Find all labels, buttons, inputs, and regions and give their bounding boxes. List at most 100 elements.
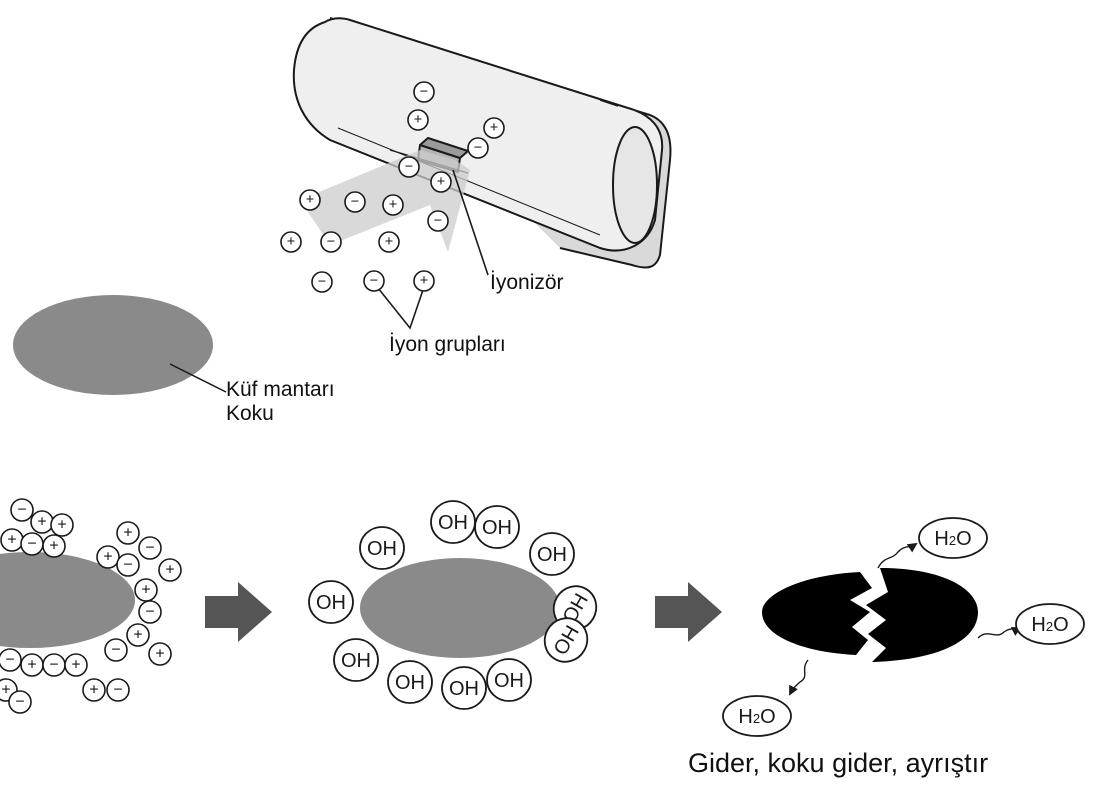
broken-target-left xyxy=(762,572,872,655)
positive-ion-icon: + xyxy=(413,270,435,292)
positive-ion-icon: + xyxy=(20,653,44,677)
negative-ion-icon: − xyxy=(311,271,333,293)
ionizer-label: İyonizör xyxy=(490,271,564,294)
negative-ion-icon: − xyxy=(344,191,366,213)
svg-text:+: + xyxy=(155,646,164,663)
water-molecule-icon: H2O xyxy=(722,695,792,737)
svg-text:+: + xyxy=(389,197,397,213)
hydroxyl-radical-icon: OH xyxy=(486,658,532,702)
negative-ion-icon: − xyxy=(363,270,385,292)
hydroxyl-radical-icon: OH xyxy=(529,532,575,576)
positive-ion-icon: + xyxy=(280,231,302,253)
negative-ion-icon: − xyxy=(8,690,32,714)
water-molecules: H2O H2O H2O xyxy=(722,517,1085,737)
svg-text:−: − xyxy=(27,536,36,553)
mold-target xyxy=(13,295,213,395)
svg-text:−: − xyxy=(111,642,120,659)
svg-text:OH: OH xyxy=(537,544,567,566)
svg-text:−: − xyxy=(145,604,154,621)
positive-ion-icon: + xyxy=(382,194,404,216)
hydroxyl-radical-icon: OH xyxy=(430,500,476,544)
svg-text:+: + xyxy=(7,532,16,549)
svg-text:−: − xyxy=(474,140,482,156)
positive-ion-icon: + xyxy=(42,534,66,558)
result-caption: Gider, koku gider, ayrıştır xyxy=(688,748,989,778)
svg-text:OH: OH xyxy=(494,670,524,692)
svg-text:+: + xyxy=(385,234,393,250)
negative-ion-icon: − xyxy=(138,600,162,624)
svg-text:−: − xyxy=(5,652,14,669)
negative-ion-icon: − xyxy=(398,156,420,178)
svg-text:−: − xyxy=(351,194,359,210)
svg-text:−: − xyxy=(15,694,24,711)
positive-ion-icon: + xyxy=(134,578,158,602)
positive-ion-icon: + xyxy=(96,545,120,569)
svg-text:+: + xyxy=(49,538,58,555)
svg-text:H2O: H2O xyxy=(934,528,971,550)
negative-ion-icon: − xyxy=(104,638,128,662)
hydroxyl-radical-icon: OH xyxy=(387,660,433,704)
svg-text:H2O: H2O xyxy=(1031,614,1068,636)
positive-ion-icon: + xyxy=(82,678,106,702)
stage1-target xyxy=(0,552,135,648)
positive-ion-icon: + xyxy=(299,189,321,211)
svg-text:H2O: H2O xyxy=(738,706,775,728)
svg-text:+: + xyxy=(89,682,98,699)
ion-groups-pointer xyxy=(373,282,425,330)
svg-text:+: + xyxy=(490,120,498,136)
svg-text:+: + xyxy=(306,192,314,208)
water-molecule-icon: H2O xyxy=(1015,603,1085,645)
svg-text:−: − xyxy=(17,502,26,519)
water-molecule-icon: H2O xyxy=(918,517,988,559)
svg-text:−: − xyxy=(123,557,132,574)
mold-pointer-line xyxy=(169,363,227,393)
stage2-target xyxy=(360,558,560,658)
negative-ion-icon: − xyxy=(413,81,435,103)
svg-text:+: + xyxy=(165,562,174,579)
broken-target-right xyxy=(866,568,978,662)
svg-text:+: + xyxy=(1,682,10,699)
negative-ion-icon: − xyxy=(10,498,34,522)
svg-text:−: − xyxy=(327,234,335,250)
svg-text:+: + xyxy=(103,549,112,566)
svg-text:+: + xyxy=(437,174,445,190)
mold-odor-label: Küf mantarı Koku xyxy=(226,378,335,426)
positive-ion-icon: + xyxy=(378,231,400,253)
svg-text:OH: OH xyxy=(395,672,425,694)
hydroxyl-radical-icon: OH xyxy=(333,638,379,682)
negative-ion-icon: − xyxy=(467,137,489,159)
unit-ions: −++−−++−+−+−+−−+ xyxy=(280,81,505,293)
svg-text:+: + xyxy=(27,657,36,674)
svg-text:OH: OH xyxy=(316,592,346,614)
hydroxyl-radical-icon: OH xyxy=(308,580,354,624)
negative-ion-icon: − xyxy=(320,231,342,253)
positive-ion-icon: + xyxy=(116,521,140,545)
negative-ion-icon: − xyxy=(138,536,162,560)
negative-ion-icon: − xyxy=(0,648,22,672)
svg-text:OH: OH xyxy=(482,517,512,539)
hydroxyl-radical-icon: OH xyxy=(441,666,487,710)
svg-text:OH: OH xyxy=(449,678,479,700)
ion-groups-label: İyon grupları xyxy=(389,333,506,356)
odor-label: Koku xyxy=(226,402,274,425)
svg-text:−: − xyxy=(420,84,428,100)
svg-text:−: − xyxy=(434,213,442,229)
negative-ion-icon: − xyxy=(20,532,44,556)
negative-ion-icon: − xyxy=(42,653,66,677)
svg-text:+: + xyxy=(123,525,132,542)
process-arrow-1 xyxy=(205,582,272,642)
positive-ion-icon: + xyxy=(0,528,24,552)
svg-text:+: + xyxy=(420,273,428,289)
svg-text:+: + xyxy=(57,517,66,534)
positive-ion-icon: + xyxy=(50,513,74,537)
svg-text:+: + xyxy=(37,514,46,531)
hydroxyl-radical-icon: OH xyxy=(359,526,405,570)
negative-ion-icon: − xyxy=(116,553,140,577)
mold-label: Küf mantarı xyxy=(226,378,335,401)
svg-text:+: + xyxy=(71,657,80,674)
svg-text:OH: OH xyxy=(438,512,468,534)
ionizer-pointer-line xyxy=(452,169,489,276)
svg-text:+: + xyxy=(414,112,422,128)
